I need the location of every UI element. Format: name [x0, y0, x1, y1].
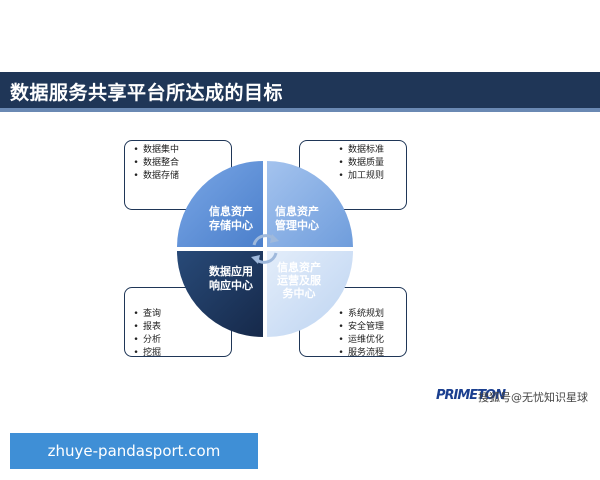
watermark-logo: PRIMETON	[436, 388, 506, 403]
quadrant-management	[267, 161, 353, 247]
list-item: •数据存储	[133, 171, 180, 181]
quadrant-application-label-2: 响应中心	[209, 278, 253, 292]
quadrant-circle-diagram: 信息资产 存储中心 信息资产 管理中心 数据应用 响应中心 信息资产 运营及服 …	[177, 161, 353, 337]
list-item: •数据集中	[133, 145, 180, 155]
quadrant-management-label-1: 信息资产	[275, 204, 319, 218]
quadrant-operations	[267, 251, 353, 337]
page-title: 数据服务共享平台所达成的目标	[10, 82, 284, 104]
title-underline	[0, 108, 600, 112]
cycle-arrows-icon	[251, 234, 279, 264]
url-banner[interactable]	[10, 433, 258, 469]
quadrant-operations-label-3: 务中心	[283, 286, 316, 300]
list-item: •安全管理	[338, 322, 385, 332]
title-bar	[0, 72, 600, 108]
quadrant-operations-label-1: 信息资产	[277, 260, 321, 274]
list-item: •查询	[133, 309, 162, 319]
list-item: •服务流程	[338, 348, 385, 358]
quadrant-storage-label-2: 存储中心	[209, 218, 253, 232]
quadrant-operations-label-2: 运营及服	[277, 273, 322, 287]
watermark-text: 搜狐号@无忧知识星球	[478, 391, 588, 404]
list-item: •运维优化	[338, 335, 385, 345]
list-item: •挖掘	[133, 348, 162, 358]
list-item: •加工规则	[338, 171, 385, 181]
url-text[interactable]: zhuye-pandasport.com	[47, 442, 221, 460]
list-item: •分析	[133, 335, 162, 345]
quadrant-storage-label-1: 信息资产	[209, 204, 253, 218]
quadrant-application-label-1: 数据应用	[209, 264, 253, 278]
quadrant-storage	[177, 161, 263, 247]
list-item: •数据标准	[338, 145, 385, 155]
quadrant-management-label-2: 管理中心	[275, 218, 319, 232]
quadrant-application	[177, 251, 263, 337]
list-item: •报表	[133, 322, 162, 332]
list-item: •数据质量	[338, 158, 385, 168]
list-item: •数据整合	[133, 158, 180, 168]
list-item: •系统规划	[338, 309, 385, 319]
